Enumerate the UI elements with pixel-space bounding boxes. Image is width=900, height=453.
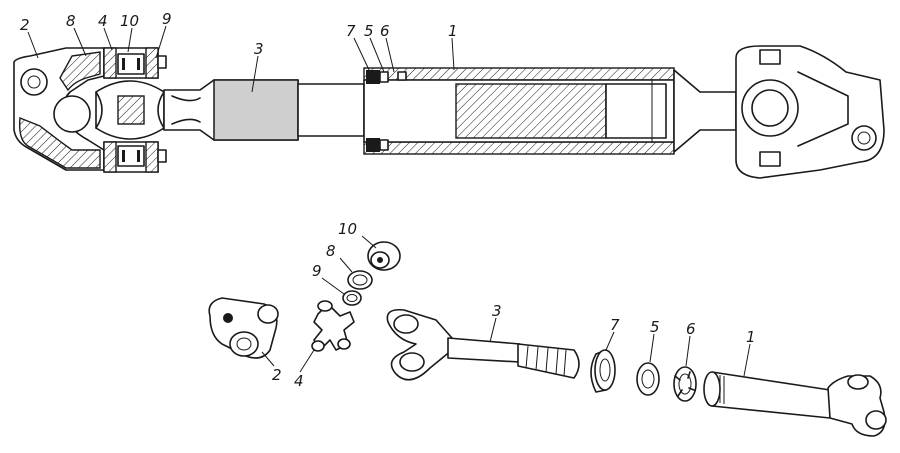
exploded-bearing-cup	[367, 241, 401, 271]
label-2-exploded: 2	[272, 366, 282, 384]
label-10-exploded: 10	[338, 220, 357, 238]
exploded-seal-ring	[636, 362, 660, 396]
exploded-view	[208, 241, 887, 437]
label-9-exploded: 9	[312, 262, 322, 280]
exploded-shaft	[386, 308, 580, 381]
assembled-tube	[363, 67, 737, 155]
label-7-exploded: 7	[610, 316, 620, 334]
assembled-right-yoke	[735, 45, 885, 179]
exploded-labels: 10 8 9 2 4 3 7 5 6 1	[261, 220, 756, 390]
label-4-exploded: 4	[294, 372, 304, 390]
exploded-cross	[311, 300, 355, 352]
label-9-assembled: 9	[162, 10, 172, 28]
exploded-boot-ring	[590, 349, 616, 393]
label-1-assembled: 1	[448, 22, 458, 40]
assembled-cross	[95, 47, 167, 173]
label-7-assembled: 7	[346, 22, 356, 40]
label-6-assembled: 6	[380, 22, 390, 40]
exploded-tube	[703, 371, 887, 437]
label-10-assembled: 10	[120, 12, 139, 30]
assembled-view	[13, 45, 885, 179]
label-3-assembled: 3	[254, 40, 264, 58]
label-6-exploded: 6	[686, 320, 696, 338]
assembled-shaft	[163, 79, 365, 141]
label-4-assembled: 4	[98, 12, 108, 30]
exploded-lock-ring	[673, 366, 697, 402]
assembled-labels: 2 8 4 10 9 3 7 5 6 1	[20, 10, 458, 93]
label-1-exploded: 1	[746, 328, 756, 346]
label-8-assembled: 8	[66, 12, 76, 30]
label-5-exploded: 5	[650, 318, 660, 336]
exploded-ring	[342, 290, 362, 306]
label-2-assembled: 2	[20, 16, 30, 34]
label-3-exploded: 3	[492, 302, 502, 320]
assembled-left-yoke	[13, 47, 105, 171]
exploded-yoke	[208, 297, 279, 359]
label-8-exploded: 8	[326, 242, 336, 260]
label-5-assembled: 5	[364, 22, 374, 40]
exploded-seal	[347, 270, 373, 290]
